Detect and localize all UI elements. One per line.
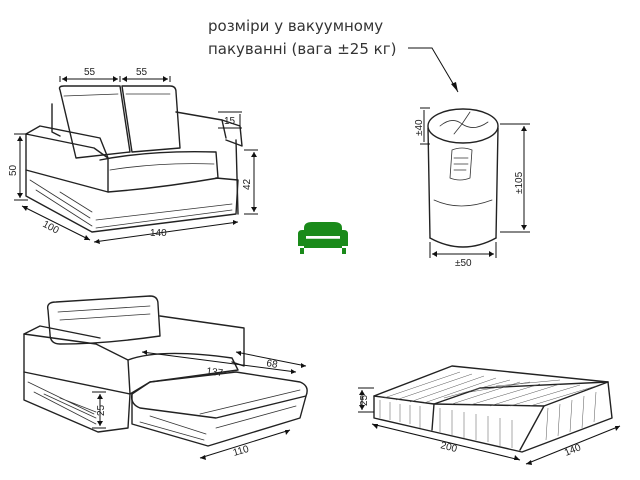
dim-bed-length: 200	[439, 440, 458, 455]
dim-unfolded-height: 25	[96, 404, 107, 416]
sofa-icon	[298, 222, 348, 254]
package-drawing	[427, 108, 499, 248]
dim-arm-height: 15	[224, 116, 236, 127]
caption-pointer-arrowhead	[451, 82, 458, 92]
caption-line-2: пакуванні (вага ±25 кг)	[208, 40, 396, 58]
dim-seat-width-right: 55	[136, 67, 148, 78]
dim-unfolded-section: 68	[265, 358, 278, 371]
dim-package-height: ±105	[514, 171, 525, 194]
unfolded-dimensions: 137 68 25 110	[92, 350, 307, 460]
dim-total-height: 50	[8, 164, 19, 176]
caption-pointer-line	[408, 47, 459, 93]
sofa-drawing	[25, 85, 243, 233]
unfolded-sofa-drawing	[23, 295, 308, 447]
dim-depth: 100	[41, 219, 61, 237]
dim-unfolded-depth: 137	[206, 366, 224, 379]
dim-bed-height: 25	[359, 394, 370, 406]
dim-package-diameter: ±50	[455, 258, 472, 269]
dim-unfolded-width: 110	[232, 444, 251, 459]
dim-package-top: ±40	[414, 119, 425, 136]
package-caption: розміри у вакуумному пакуванні (вага ±25…	[208, 17, 459, 93]
dim-seat-width-left: 55	[84, 67, 96, 78]
caption-line-1: розміри у вакуумному	[208, 17, 383, 35]
package-dimensions: ±40 ±105 ±50	[414, 107, 530, 269]
dim-width: 140	[150, 228, 167, 239]
dim-bed-width: 140	[563, 442, 583, 459]
dim-seat-height: 42	[242, 178, 253, 190]
flat-bed-drawing	[373, 365, 613, 453]
